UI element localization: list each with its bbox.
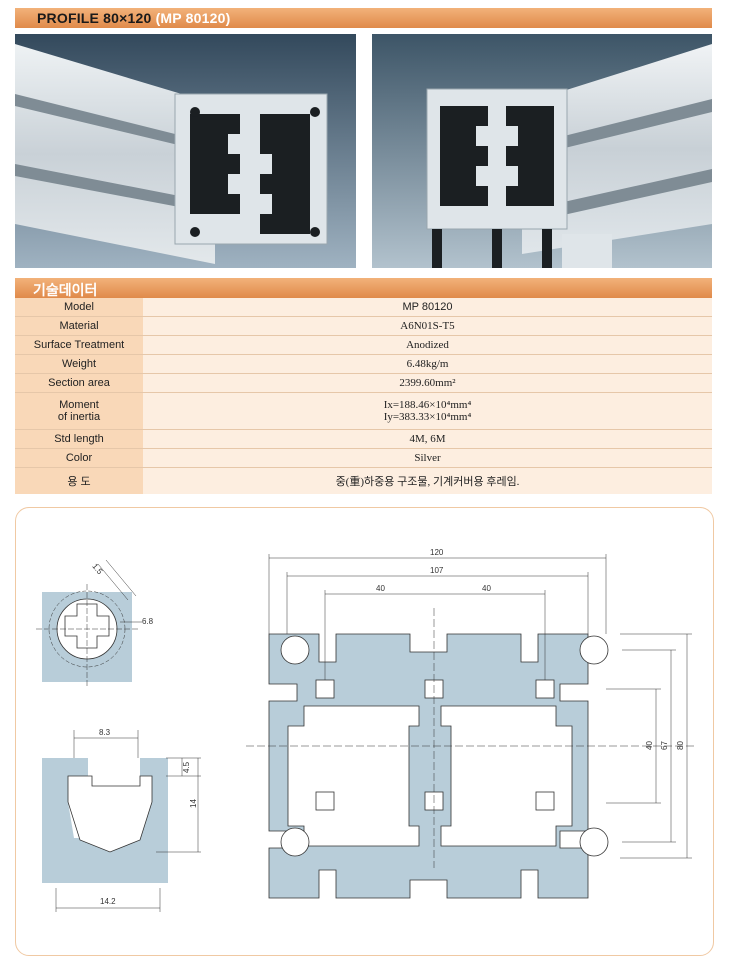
dim-label: 8.3 <box>99 728 111 737</box>
dim-label: 14 <box>189 799 198 808</box>
spec-label-line: Moment <box>59 399 99 411</box>
spec-value: 6.48kg/m <box>143 354 712 374</box>
table-row: 용 도 중(重)하중용 구조물, 기계커버용 후레임. <box>15 467 712 494</box>
dim-label: 80 <box>676 741 685 750</box>
spec-label: Model <box>15 298 143 317</box>
spec-value: Silver <box>143 448 712 468</box>
table-row: Section area 2399.60mm² <box>15 373 712 393</box>
table-row: Weight 6.48kg/m <box>15 354 712 374</box>
spec-value-line: Ix=188.46×10⁴mm⁴ <box>383 399 472 411</box>
dim-label: 67 <box>660 741 669 750</box>
technical-drawing-panel: 1.5 6.8 8.3 4.5 14 14.2 <box>15 507 714 956</box>
table-row: Moment of inertia Ix=188.46×10⁴mm⁴ Iy=38… <box>15 392 712 430</box>
dim-label: 107 <box>430 566 444 575</box>
spec-label: Std length <box>15 429 143 449</box>
spec-value-line: Iy=383.33×10⁴mm⁴ <box>383 411 472 423</box>
dim-label: 40 <box>376 584 385 593</box>
profile-title-bar: PROFILE 80×120 (MP 80120) <box>15 8 712 28</box>
dim-label: 1.5 <box>90 562 104 577</box>
spec-value: MP 80120 <box>143 298 712 317</box>
table-row: Surface Treatment Anodized <box>15 335 712 355</box>
spec-label: Section area <box>15 373 143 393</box>
spec-table: Model MP 80120 Material A6N01S-T5 Surfac… <box>15 298 712 494</box>
dim-label: 40 <box>645 741 654 750</box>
dim-label: 14.2 <box>100 897 116 906</box>
spec-value: A6N01S-T5 <box>143 316 712 336</box>
profile-cross-section-drawing: 120 107 40 40 40 67 80 <box>246 548 696 899</box>
spec-label: Material <box>15 316 143 336</box>
spec-label-line: of inertia <box>57 411 101 423</box>
profile-title: PROFILE 80×120 (MP 80120) <box>37 10 231 26</box>
spec-label: Surface Treatment <box>15 335 143 355</box>
profile-photo-right <box>372 34 712 268</box>
spec-label: Weight <box>15 354 143 374</box>
spec-value: Ix=188.46×10⁴mm⁴ Iy=383.33×10⁴mm⁴ <box>143 392 712 430</box>
table-row: Color Silver <box>15 448 712 468</box>
table-row: Material A6N01S-T5 <box>15 316 712 336</box>
spec-value: 2399.60mm² <box>143 373 712 393</box>
dim-label: 40 <box>482 584 491 593</box>
spec-label: 용 도 <box>15 467 143 494</box>
spec-value: 4M, 6M <box>143 429 712 449</box>
spec-label: Moment of inertia <box>15 392 143 430</box>
table-row: Model MP 80120 <box>15 298 712 317</box>
slot-detail-drawing: 1.5 6.8 <box>36 559 154 688</box>
spec-heading: 기술데이터 <box>33 282 98 298</box>
spec-value: Anodized <box>143 335 712 355</box>
spec-heading-bar: 기술데이터 <box>15 278 712 298</box>
dim-label: 6.8 <box>142 617 154 626</box>
dim-label: 4.5 <box>182 761 191 773</box>
spec-value: 중(重)하중용 구조물, 기계커버용 후레임. <box>143 467 712 494</box>
dim-label: 120 <box>430 548 444 557</box>
spec-label: Color <box>15 448 143 468</box>
groove-detail-drawing: 8.3 4.5 14 14.2 <box>42 728 201 912</box>
profile-photo-left <box>15 34 356 268</box>
table-row: Std length 4M, 6M <box>15 429 712 449</box>
